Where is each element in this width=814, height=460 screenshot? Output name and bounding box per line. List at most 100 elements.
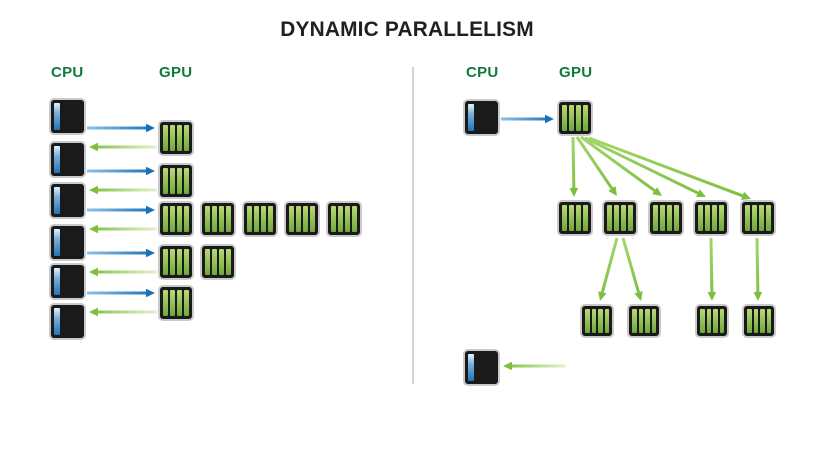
spawn-arrow <box>580 135 662 196</box>
cpu-icon <box>49 224 86 261</box>
gpu-core-bar <box>747 309 752 333</box>
spawn-arrow <box>569 136 579 197</box>
gpu-kernel-icon <box>648 200 684 236</box>
gpu-core-bar <box>170 168 175 194</box>
gpu-core-bar <box>667 205 672 231</box>
gpu-core-bar <box>261 206 266 232</box>
gpu-core-bar <box>170 206 175 232</box>
spawn-arrow <box>584 136 706 197</box>
gpu-core-bar <box>576 205 581 231</box>
gpu-core-bar <box>163 249 168 275</box>
gpu-core-bar <box>184 249 189 275</box>
gpu-core-bar <box>645 309 650 333</box>
gpu-core-bar <box>766 205 771 231</box>
gpu-core-bar <box>576 105 581 131</box>
gpu-kernel-icon <box>284 201 320 237</box>
gpu-core-bar <box>713 309 718 333</box>
gpu-kernel-icon <box>200 244 236 280</box>
right-gpu-label: GPU <box>559 64 593 81</box>
gpu-kernel-icon <box>200 201 236 237</box>
gpu-core-bar <box>712 205 717 231</box>
gpu-core-bar <box>296 206 301 232</box>
gpu-core-bar <box>177 290 182 316</box>
gpu-core-bar <box>569 205 574 231</box>
gpu-core-bar <box>219 206 224 232</box>
spawn-arrow <box>575 136 617 196</box>
launch-arrow <box>87 166 155 176</box>
gpu-core-bar <box>583 205 588 231</box>
left-gpu-label: GPU <box>159 64 193 81</box>
gpu-core-bar <box>585 309 590 333</box>
gpu-core-bar <box>706 309 711 333</box>
gpu-core-bar <box>170 290 175 316</box>
launch-arrow <box>87 248 155 258</box>
gpu-core-bar <box>212 249 217 275</box>
gpu-kernel-icon <box>693 200 729 236</box>
gpu-core-bar <box>660 205 665 231</box>
launch-arrow <box>87 123 155 133</box>
gpu-core-bar <box>621 205 626 231</box>
gpu-core-bar <box>205 206 210 232</box>
gpu-kernel-icon <box>602 200 638 236</box>
cpu-icon <box>49 182 86 219</box>
cpu-stripe <box>54 308 60 335</box>
cpu-stripe <box>54 103 60 130</box>
gpu-core-bar <box>247 206 252 232</box>
gpu-kernel-icon <box>580 304 614 338</box>
gpu-core-bar <box>289 206 294 232</box>
gpu-core-bar <box>177 168 182 194</box>
gpu-core-bar <box>268 206 273 232</box>
spawn-arrow <box>707 237 717 301</box>
spawn-arrow <box>621 237 643 301</box>
cpu-stripe <box>468 354 474 381</box>
gpu-core-bar <box>170 249 175 275</box>
gpu-core-bar <box>205 249 210 275</box>
return-arrow <box>89 267 157 277</box>
gpu-kernel-icon <box>158 163 194 199</box>
gpu-kernel-icon <box>740 200 776 236</box>
gpu-kernel-icon <box>158 244 194 280</box>
gpu-core-bar <box>632 309 637 333</box>
gpu-core-bar <box>760 309 765 333</box>
gpu-core-bar <box>219 249 224 275</box>
cpu-stripe <box>54 229 60 256</box>
gpu-kernel-icon <box>557 200 593 236</box>
gpu-core-bar <box>352 206 357 232</box>
gpu-core-bar <box>163 168 168 194</box>
cpu-icon <box>49 303 86 340</box>
gpu-core-bar <box>698 205 703 231</box>
gpu-kernel-icon <box>158 201 194 237</box>
gpu-core-bar <box>745 205 750 231</box>
gpu-core-bar <box>170 125 175 151</box>
gpu-kernel-icon <box>242 201 278 237</box>
gpu-core-bar <box>591 309 596 333</box>
gpu-core-bar <box>598 309 603 333</box>
spawn-arrow <box>598 237 619 301</box>
cpu-icon <box>49 141 86 178</box>
gpu-core-bar <box>604 309 609 333</box>
launch-arrow <box>87 288 155 298</box>
cpu-stripe <box>54 268 60 295</box>
gpu-kernel-icon <box>742 304 776 338</box>
cpu-icon <box>463 349 500 386</box>
gpu-core-bar <box>303 206 308 232</box>
launch-arrow <box>87 205 155 215</box>
gpu-core-bar <box>753 309 758 333</box>
gpu-kernel-icon <box>158 120 194 156</box>
gpu-core-bar <box>759 205 764 231</box>
gpu-core-bar <box>163 206 168 232</box>
gpu-core-bar <box>177 249 182 275</box>
gpu-core-bar <box>338 206 343 232</box>
cpu-icon <box>463 99 500 136</box>
gpu-core-bar <box>310 206 315 232</box>
gpu-core-bar <box>569 105 574 131</box>
gpu-kernel-icon <box>557 100 593 136</box>
gpu-core-bar <box>331 206 336 232</box>
cpu-icon <box>49 98 86 135</box>
gpu-core-bar <box>651 309 656 333</box>
gpu-core-bar <box>163 125 168 151</box>
spawn-arrow <box>588 136 751 200</box>
gpu-core-bar <box>638 309 643 333</box>
